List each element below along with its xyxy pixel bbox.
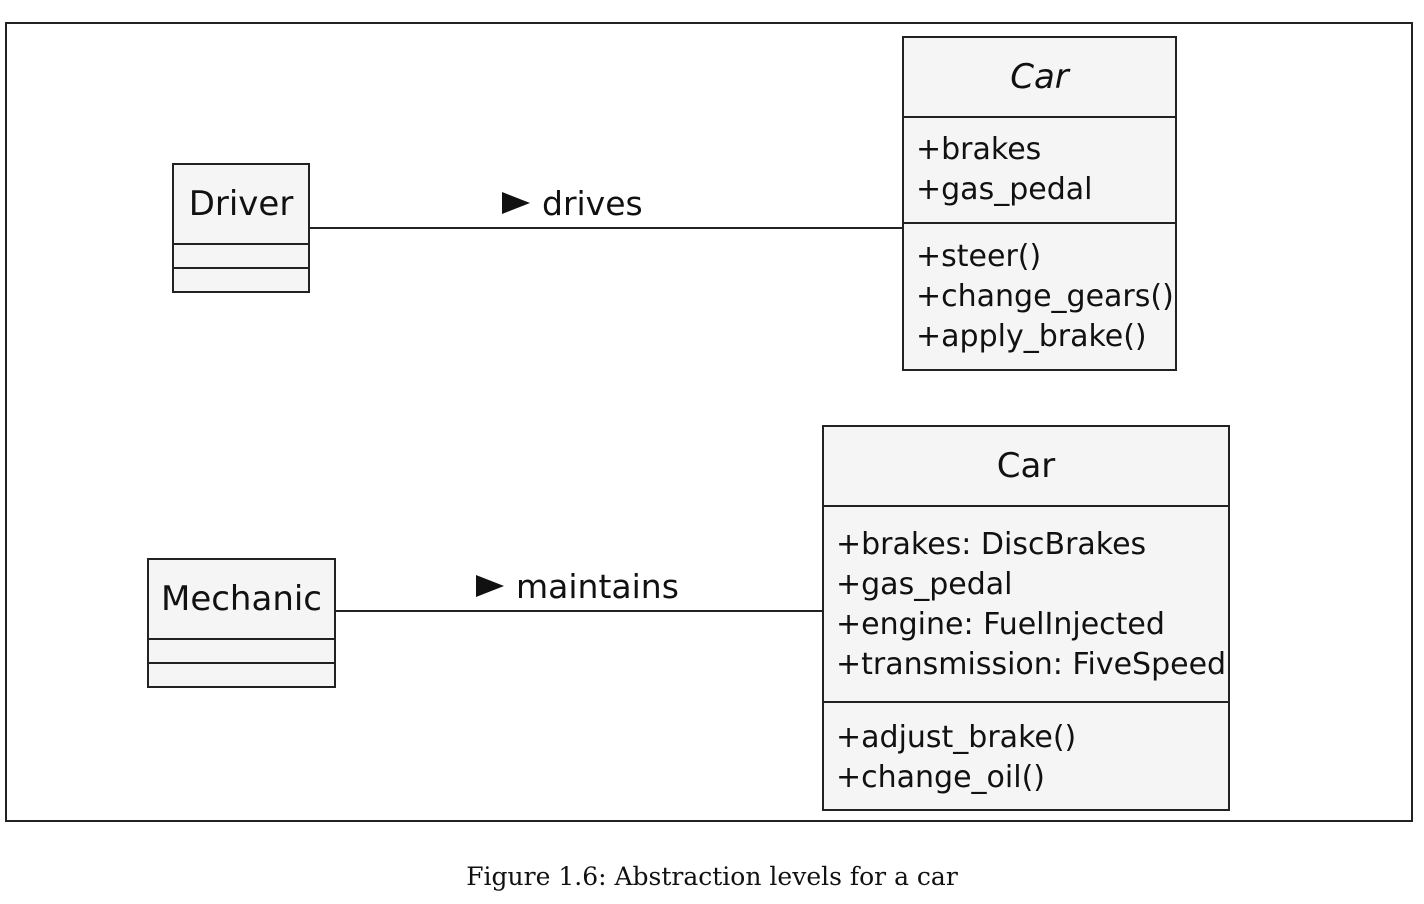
car-concrete-attributes-section: +brakes: DiscBrakes +gas_pedal +engine: … [824, 507, 1228, 703]
driver-attributes-section [174, 245, 308, 269]
car-abstract-methods-section: +steer() +change_gears() +apply_brake() [904, 224, 1175, 369]
maintains-label-text: maintains [516, 566, 679, 606]
attribute: +engine: FuelInjected [836, 607, 1165, 642]
drives-association-line [310, 227, 904, 229]
method: +steer() [916, 239, 1042, 274]
attribute: +gas_pedal [916, 172, 1093, 207]
method: +change_oil() [836, 760, 1045, 795]
attribute: +brakes [916, 132, 1042, 167]
car-abstract-attributes-section: +brakes +gas_pedal [904, 118, 1175, 224]
direction-arrow-icon [502, 192, 530, 214]
drives-association-label: drives [502, 182, 643, 224]
maintains-association-line [336, 610, 824, 612]
car-concrete-class-box: Car +brakes: DiscBrakes +gas_pedal +engi… [822, 425, 1230, 811]
method: +apply_brake() [916, 319, 1147, 354]
mechanic-methods-section [149, 664, 334, 686]
driver-class-name: Driver [174, 165, 308, 245]
car-concrete-class-name: Car [824, 427, 1228, 507]
maintains-association-label: maintains [476, 565, 679, 607]
figure-caption: Figure 1.6: Abstraction levels for a car [466, 862, 958, 891]
direction-arrow-icon [476, 575, 504, 597]
mechanic-class-name: Mechanic [149, 560, 334, 640]
attribute: +brakes: DiscBrakes [836, 527, 1147, 562]
method: +change_gears() [916, 279, 1174, 314]
method: +adjust_brake() [836, 720, 1077, 755]
car-concrete-methods-section: +adjust_brake() +change_oil() [824, 703, 1228, 809]
car-abstract-class-name: Car [904, 38, 1175, 118]
drives-label-text: drives [542, 183, 643, 223]
mechanic-class-box: Mechanic [147, 558, 336, 688]
car-abstract-class-box: Car +brakes +gas_pedal +steer() +change_… [902, 36, 1177, 371]
driver-class-box: Driver [172, 163, 310, 293]
attribute: +gas_pedal [836, 567, 1013, 602]
mechanic-attributes-section [149, 640, 334, 664]
attribute: +transmission: FiveSpeed [836, 647, 1227, 682]
driver-methods-section [174, 269, 308, 291]
